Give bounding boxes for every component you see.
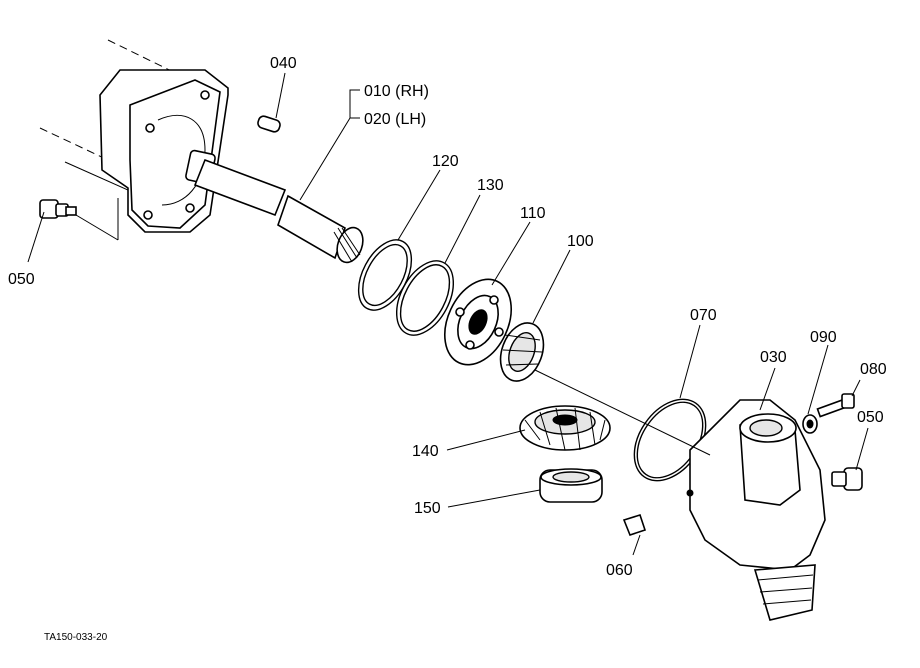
leader-lines bbox=[27, 72, 869, 556]
washer-090 bbox=[802, 414, 818, 434]
label-020-lh: 020 (LH) bbox=[364, 111, 426, 128]
label-030: 030 bbox=[760, 349, 787, 366]
label-130: 130 bbox=[477, 177, 504, 194]
label-040: 040 bbox=[270, 55, 297, 72]
bolt-080 bbox=[816, 393, 855, 418]
label-100: 100 bbox=[567, 233, 594, 250]
ring-130 bbox=[395, 260, 455, 336]
figure-code: TA150-033-20 bbox=[44, 632, 108, 643]
label-050-right: 050 bbox=[857, 409, 884, 426]
bearing-110 bbox=[444, 278, 512, 366]
label-150: 150 bbox=[414, 500, 441, 517]
plug-060 bbox=[622, 514, 647, 536]
gear-case-flange bbox=[39, 39, 229, 233]
drain-plug-050-right bbox=[831, 467, 863, 491]
pin-040 bbox=[257, 115, 281, 133]
gear-case-030 bbox=[686, 399, 826, 621]
label-140: 140 bbox=[412, 443, 439, 460]
label-060: 060 bbox=[606, 562, 633, 579]
part-labels: 040 010 (RH) 020 (LH) 120 130 110 100 07… bbox=[8, 55, 887, 643]
label-080: 080 bbox=[860, 361, 887, 378]
label-110: 110 bbox=[520, 205, 546, 222]
axle-shaft bbox=[185, 149, 364, 264]
label-010-rh: 010 (RH) bbox=[364, 83, 429, 100]
label-120: 120 bbox=[432, 153, 459, 170]
bearing-150 bbox=[539, 468, 603, 503]
label-090: 090 bbox=[810, 329, 837, 346]
bevel-gear-100 bbox=[499, 322, 545, 382]
label-070: 070 bbox=[690, 307, 717, 324]
drain-plug-050-left bbox=[39, 198, 119, 241]
label-050-left: 050 bbox=[8, 271, 35, 288]
bevel-gear-140 bbox=[519, 405, 611, 451]
